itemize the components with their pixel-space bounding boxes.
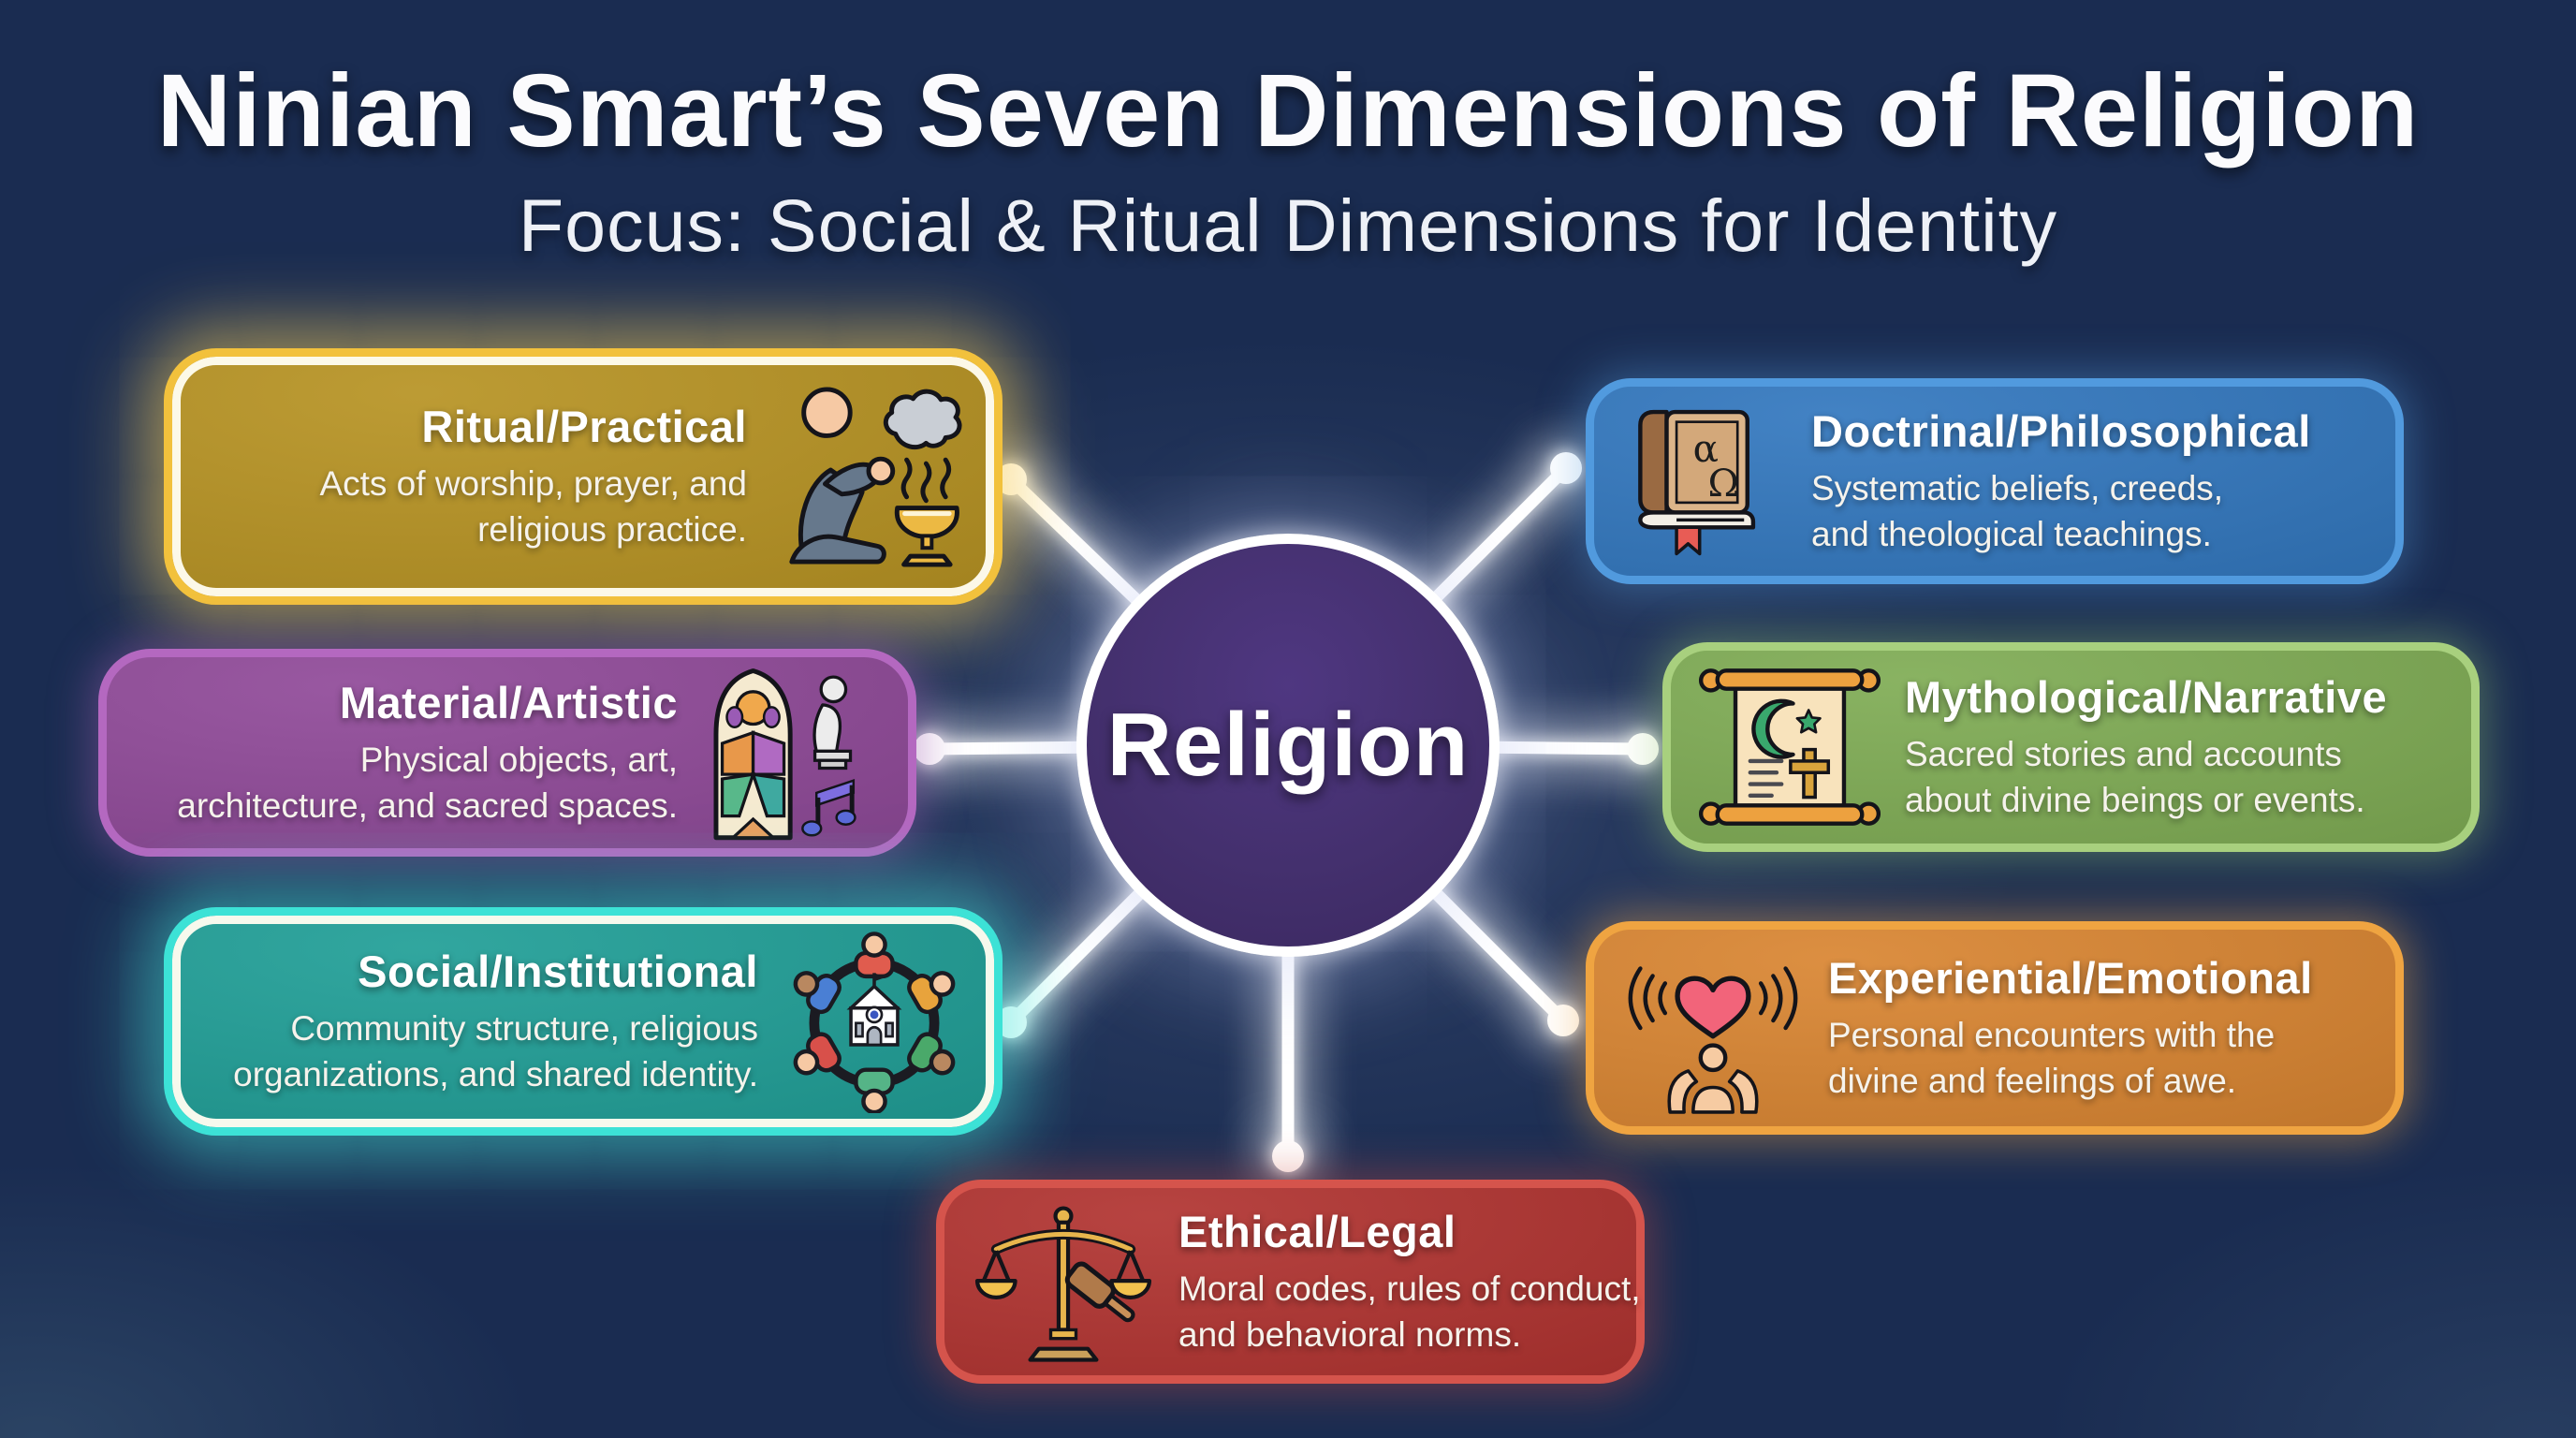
scales-gavel-icon — [974, 1206, 1152, 1362]
dimension-card-material-artistic: Material/Artistic Physical objects, art,… — [98, 649, 916, 857]
dimension-desc-line: Physical objects, art, — [359, 741, 678, 780]
dimension-desc-line: Community structure, religious — [290, 1009, 758, 1049]
dimension-desc-line: architecture, and sacred spaces. — [177, 785, 678, 825]
alpha-omega-book-icon: α Ω — [1638, 409, 1756, 556]
dimension-desc-line: divine and feelings of awe. — [1828, 1061, 2237, 1100]
dimension-text-block: Material/Artistic Physical objects, art,… — [131, 677, 702, 828]
dimension-card-doctrinal-philosophical: α Ω Doctrinal/Philosophical Systematic b… — [1586, 378, 2404, 584]
dimension-desc-line: organizations, and shared identity. — [233, 1054, 758, 1093]
center-religion-node: Religion — [1076, 534, 1500, 957]
connector-node-material — [914, 733, 945, 765]
connector-node-experiential — [1547, 1005, 1579, 1036]
connector-node-ritual — [995, 463, 1027, 495]
dimension-text-block: Doctrinal/Philosophical Systematic belie… — [1787, 405, 2371, 556]
dimension-desc-line: about divine beings or events. — [1905, 780, 2365, 819]
connector-node-social — [995, 1006, 1027, 1038]
dimension-text-block: Ritual/Practical Acts of worship, prayer… — [197, 401, 771, 551]
dimension-card-ritual-practical: Ritual/Practical Acts of worship, prayer… — [164, 348, 1003, 605]
connector-node-doctrinal — [1550, 452, 1582, 484]
dimension-card-ethical-legal: Ethical/Legal Moral codes, rules of cond… — [936, 1180, 1645, 1384]
page-title: Ninian Smart’s Seven Dimensions of Relig… — [156, 53, 2420, 169]
dimension-card-experiential-emotional: Experiential/Emotional Personal encounte… — [1586, 921, 2404, 1135]
omega-glyph: Ω — [1708, 461, 1740, 506]
dimension-text-block: Ethical/Legal Moral codes, rules of cond… — [1154, 1206, 1641, 1357]
dimension-desc-line: Systematic beliefs, creeds, — [1811, 469, 2224, 508]
dimension-desc-line: Moral codes, rules of conduct, — [1178, 1269, 1641, 1309]
dimension-desc-line: religious practice. — [477, 509, 747, 549]
stained-glass-statue-music-icon — [713, 668, 856, 841]
dimension-title-doctrinal: Doctrinal/Philosophical — [1811, 406, 2311, 457]
dimension-text-block: Experiential/Emotional Personal encounte… — [1804, 952, 2371, 1103]
dimension-desc-line: Sacred stories and accounts — [1905, 735, 2342, 774]
dimension-card-mythological-narrative: Mythological/Narrative Sacred stories an… — [1662, 642, 2480, 852]
connector-node-mythological — [1627, 733, 1659, 765]
alpha-glyph: α — [1693, 426, 1719, 471]
radiant-heart-raised-arms-icon — [1628, 966, 1798, 1114]
dimension-card-social-institutional: Social/Institutional Community structure… — [164, 907, 1003, 1136]
dimension-desc-line: and theological teachings. — [1811, 514, 2212, 553]
praying-figure-censer-icon — [789, 387, 962, 567]
connector-node-ethical — [1272, 1140, 1304, 1172]
dimension-desc-line: Personal encounters with the — [1828, 1016, 2276, 1055]
dimension-title-experiential: Experiential/Emotional — [1828, 953, 2313, 1004]
dimension-desc-line: Acts of worship, prayer, and — [319, 464, 747, 504]
dimension-title-mythological: Mythological/Narrative — [1905, 672, 2388, 723]
dimension-text-block: Social/Institutional Community structure… — [197, 946, 783, 1096]
center-label: Religion — [1106, 695, 1470, 795]
dimension-text-block: Mythological/Narrative Sacred stories an… — [1881, 671, 2447, 822]
page-subtitle: Focus: Social & Ritual Dimensions for Id… — [518, 183, 2058, 267]
dimension-title-social: Social/Institutional — [358, 946, 758, 997]
dimension-title-material: Material/Artistic — [339, 678, 678, 728]
dimension-title-ritual: Ritual/Practical — [421, 402, 747, 452]
scroll-crescent-cross-icon — [1699, 668, 1881, 826]
dimension-desc-line: and behavioral norms. — [1178, 1314, 1522, 1354]
dimension-title-ethical: Ethical/Legal — [1178, 1207, 1456, 1257]
community-ring-church-icon — [793, 932, 956, 1113]
